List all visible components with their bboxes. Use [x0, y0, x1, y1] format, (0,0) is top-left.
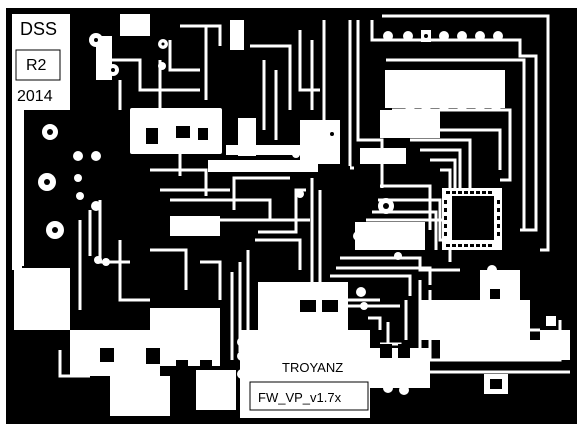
pin-header-top: [383, 30, 503, 111]
qfn-chip-icon: [442, 188, 502, 250]
brand-label: DSS: [20, 19, 58, 39]
square-pads: [484, 284, 556, 394]
author-label: TROYANZ: [282, 360, 344, 375]
year-label: 2014: [17, 88, 53, 105]
pad-array: [38, 33, 497, 395]
firmware-label: FW_VP_v1.7x: [258, 390, 342, 405]
revision-label: R2: [26, 57, 47, 74]
